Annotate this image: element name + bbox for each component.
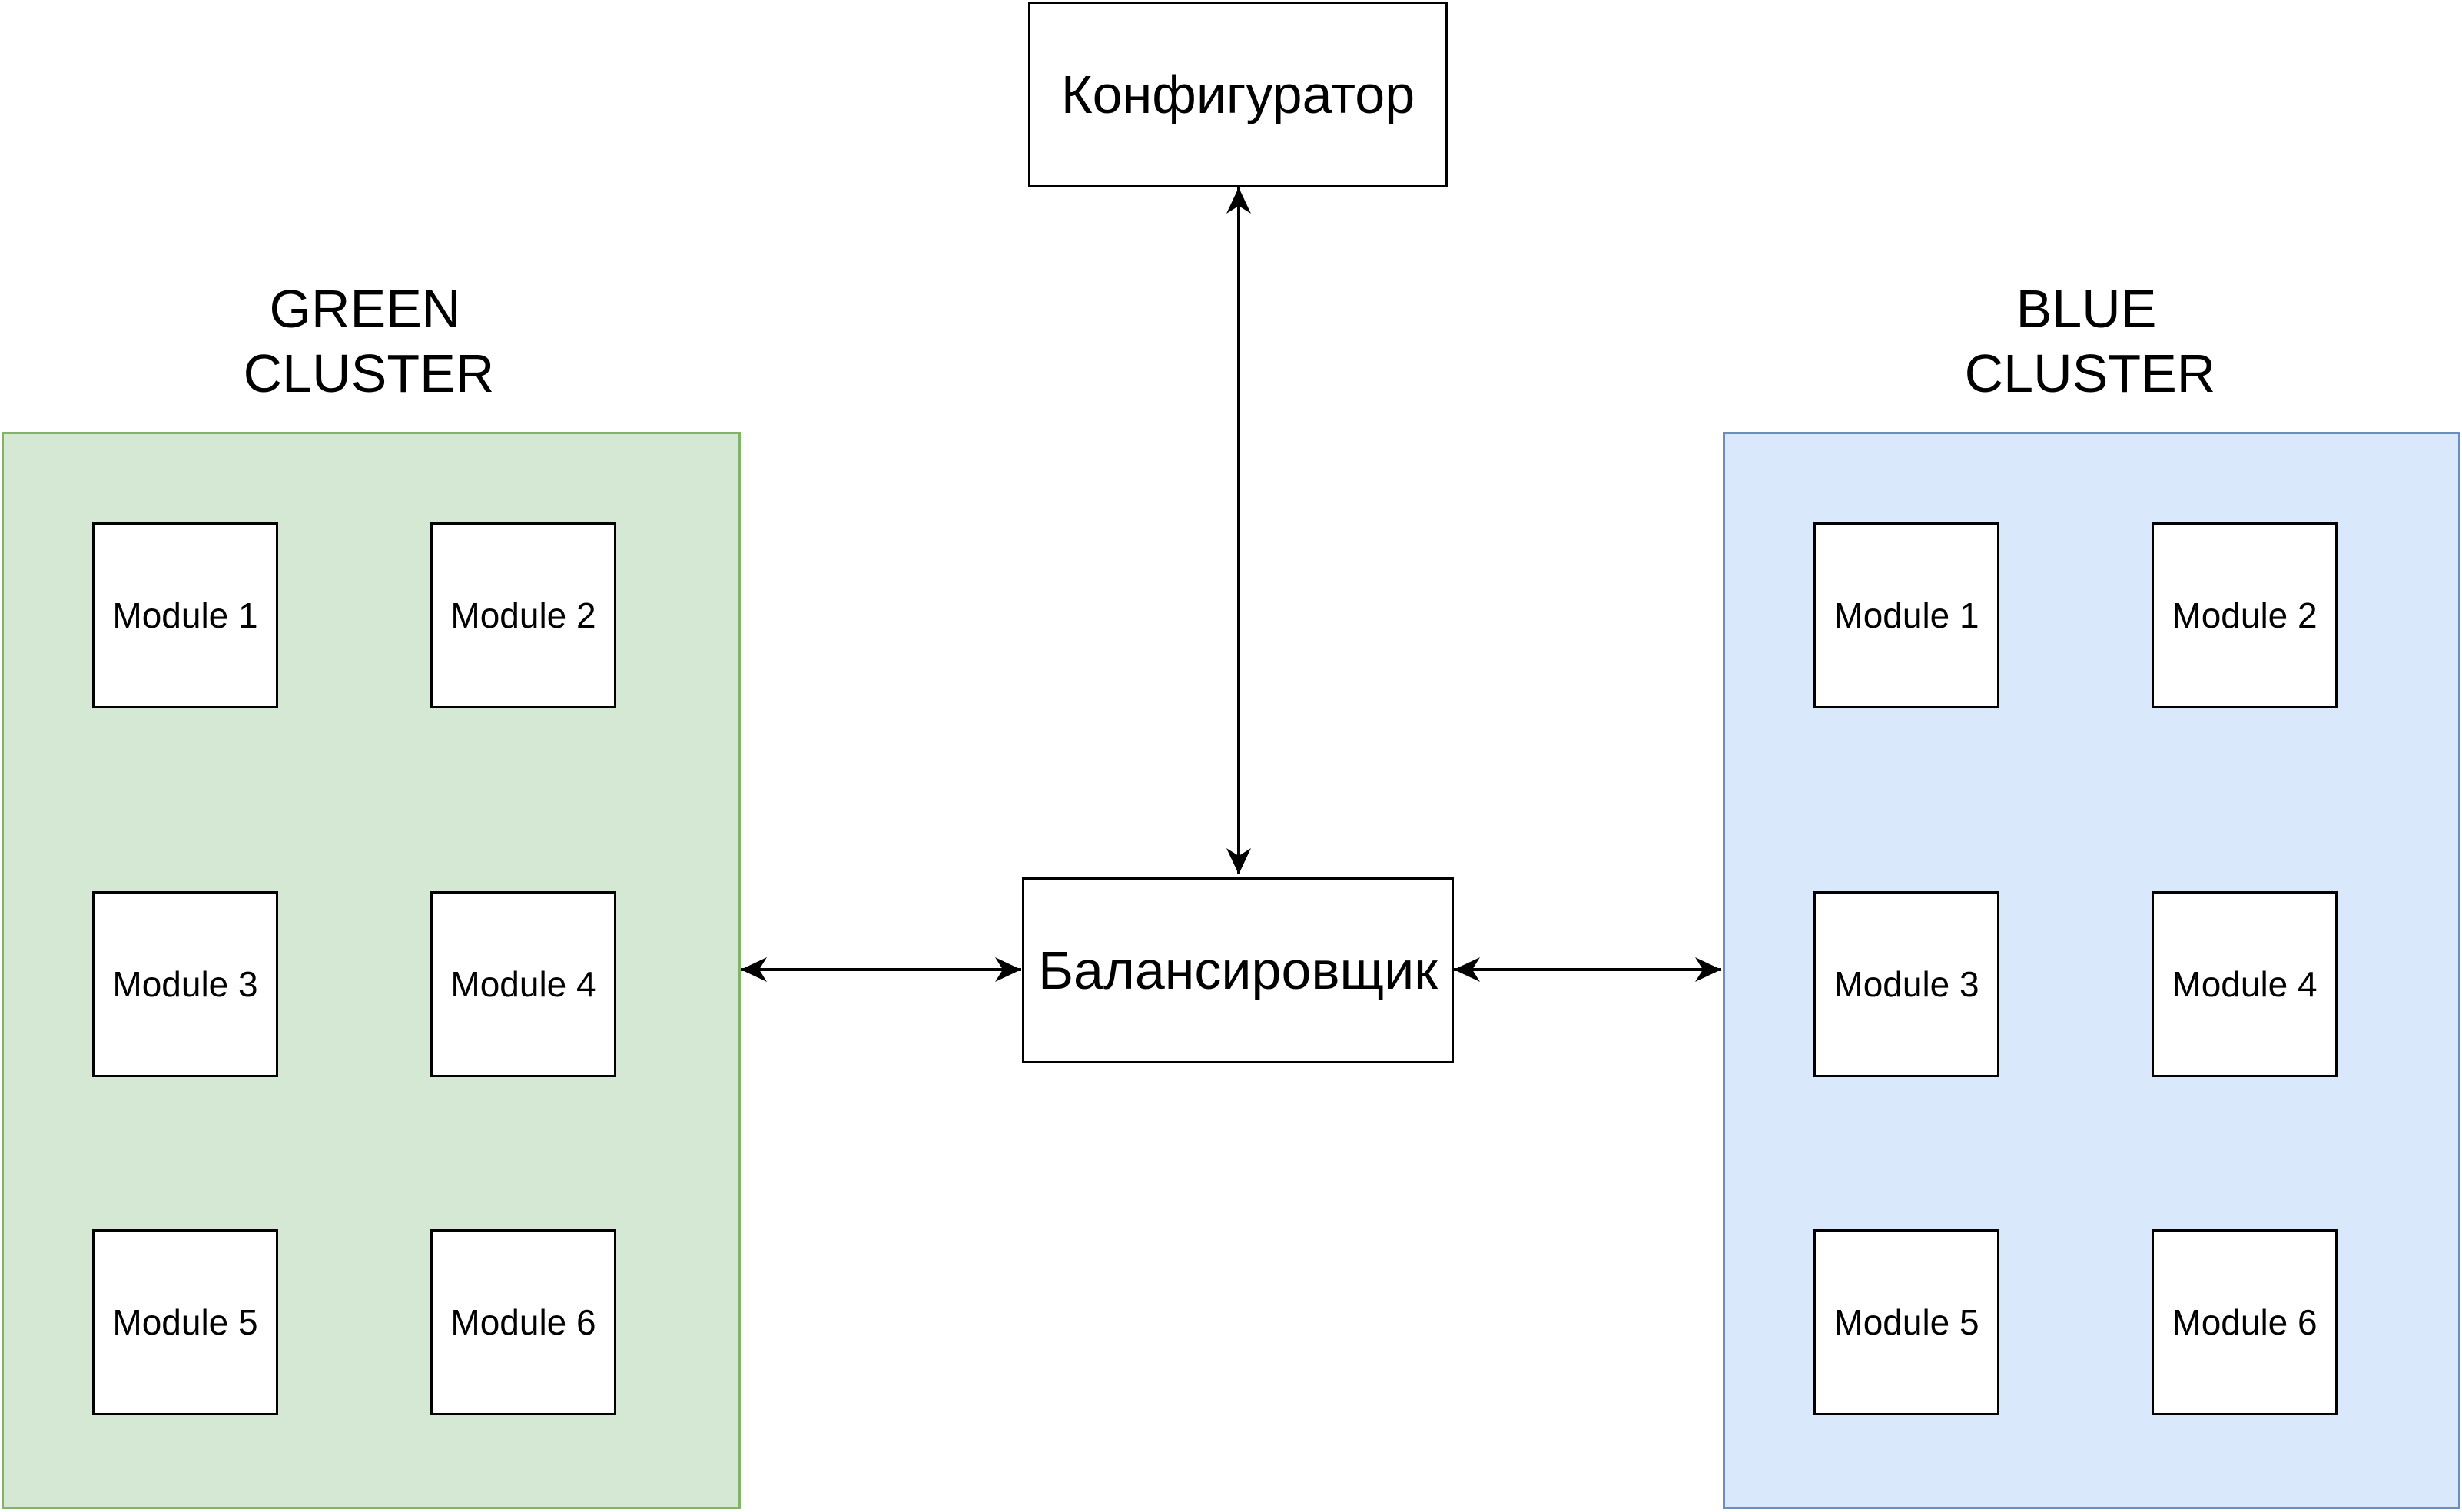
blue-cluster-title: BLUE CLUSTER — [1921, 277, 2259, 406]
green-module-3-label: Module 3 — [112, 964, 258, 1004]
green-module-4[interactable]: Module 4 — [430, 891, 616, 1077]
blue-module-3-label: Module 3 — [1833, 964, 1979, 1004]
blue-module-6[interactable]: Module 6 — [2152, 1229, 2338, 1415]
green-module-4-label: Module 4 — [450, 964, 596, 1004]
balancer-node[interactable]: Балансировщик — [1022, 877, 1454, 1063]
blue-module-2[interactable]: Module 2 — [2152, 522, 2338, 708]
blue-module-4-label: Module 4 — [2172, 964, 2318, 1004]
green-module-5[interactable]: Module 5 — [92, 1229, 278, 1415]
blue-module-1-label: Module 1 — [1833, 595, 1979, 635]
blue-module-3[interactable]: Module 3 — [1813, 891, 1999, 1077]
configurator-node[interactable]: Конфигуратор — [1028, 2, 1448, 187]
blue-module-5[interactable]: Module 5 — [1813, 1229, 1999, 1415]
blue-module-2-label: Module 2 — [2172, 595, 2318, 635]
blue-cluster-title-line2: CLUSTER — [1964, 343, 2216, 403]
blue-cluster-title-line1: BLUE — [2016, 279, 2157, 339]
green-module-6[interactable]: Module 6 — [430, 1229, 616, 1415]
green-cluster-title-line2: CLUSTER — [243, 343, 495, 403]
green-module-3[interactable]: Module 3 — [92, 891, 278, 1077]
green-module-2[interactable]: Module 2 — [430, 522, 616, 708]
green-module-1[interactable]: Module 1 — [92, 522, 278, 708]
green-cluster-title: GREEN CLUSTER — [200, 277, 538, 406]
blue-module-5-label: Module 5 — [1833, 1302, 1979, 1342]
blue-module-6-label: Module 6 — [2172, 1302, 2318, 1342]
green-module-5-label: Module 5 — [112, 1302, 258, 1342]
blue-module-4[interactable]: Module 4 — [2152, 891, 2338, 1077]
green-cluster-title-line1: GREEN — [269, 279, 461, 339]
blue-module-1[interactable]: Module 1 — [1813, 522, 1999, 708]
balancer-label: Балансировщик — [1038, 940, 1438, 1000]
green-module-6-label: Module 6 — [450, 1302, 596, 1342]
green-module-1-label: Module 1 — [112, 595, 258, 635]
green-module-2-label: Module 2 — [450, 595, 596, 635]
configurator-label: Конфигуратор — [1060, 65, 1415, 124]
